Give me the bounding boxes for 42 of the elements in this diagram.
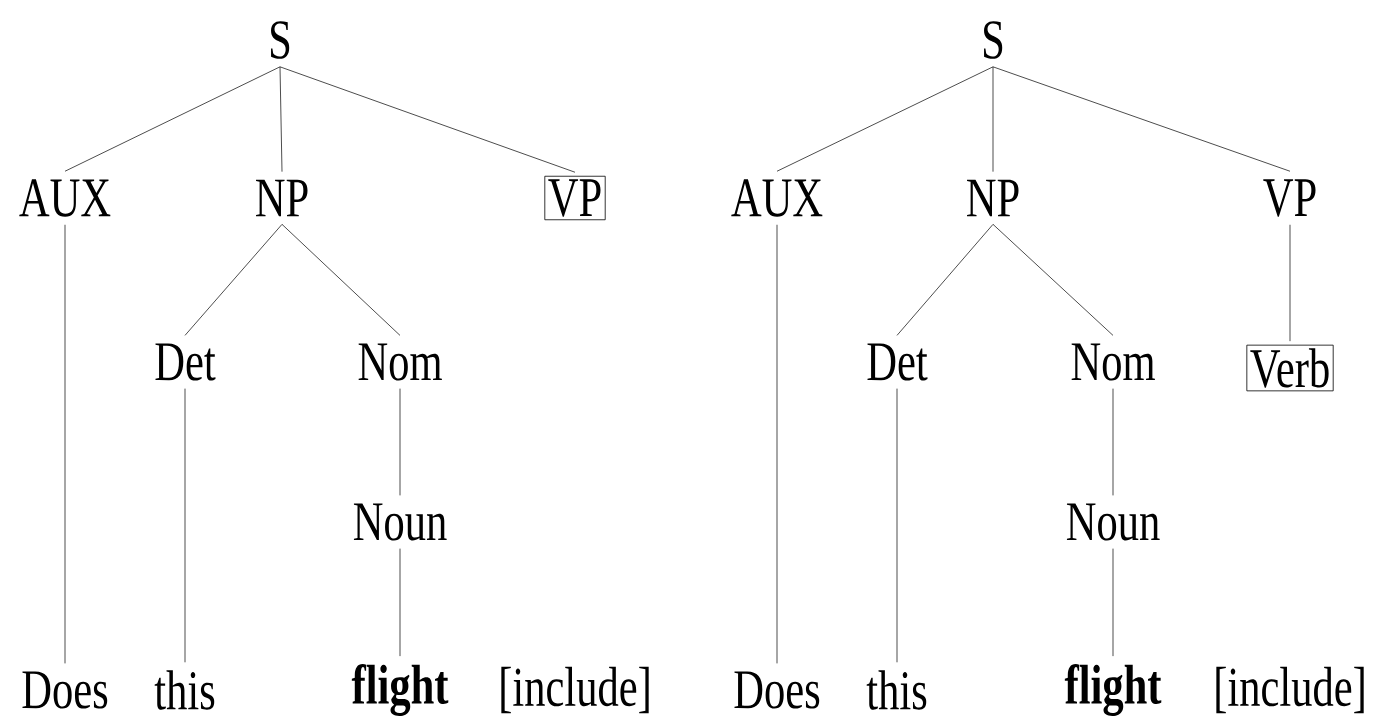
node-label: Nom <box>358 343 442 381</box>
boxed-node-label: Verb <box>1246 344 1334 392</box>
tree-branch <box>399 388 401 496</box>
boxed-node-label: VP <box>544 175 606 221</box>
tree-branch <box>992 66 994 172</box>
node-label: S <box>984 21 1003 59</box>
node-label: Noun <box>353 503 447 541</box>
node-label: Det <box>155 343 216 381</box>
tree-branch <box>776 224 778 664</box>
word-label: [include] <box>501 666 649 714</box>
tree-branch <box>184 224 283 336</box>
tree-branch <box>399 548 401 657</box>
tree-branch <box>896 224 994 336</box>
tree-branch <box>1112 388 1114 496</box>
tree-branch <box>776 66 994 172</box>
tree-branch <box>896 388 898 663</box>
node-label: Nom <box>1071 343 1155 381</box>
node-label: Does <box>22 671 108 709</box>
tree-branch <box>281 224 401 336</box>
node-label: AUX <box>731 179 823 217</box>
node-label: VP <box>1263 179 1316 217</box>
node-label: flight <box>351 664 449 716</box>
tree-branch <box>279 66 283 172</box>
node-label: Det <box>867 343 928 381</box>
tree-branch <box>1289 224 1291 342</box>
node-label: NP <box>967 179 1019 217</box>
node-label: this <box>154 670 215 710</box>
node-label: AUX <box>19 179 111 217</box>
node-label: Noun <box>1066 503 1160 541</box>
node-label: flight <box>1064 664 1162 716</box>
tree-branch <box>992 66 1291 172</box>
node-label: NP <box>256 179 308 217</box>
node-label: S <box>271 21 290 59</box>
tree-branch <box>64 66 281 172</box>
tree-branch <box>64 224 66 664</box>
node-label: Does <box>734 671 820 709</box>
node-label: this <box>866 670 927 710</box>
tree-branch <box>279 66 576 173</box>
tree-branch <box>1112 548 1114 657</box>
word-label: [include] <box>1216 666 1364 714</box>
tree-branch <box>184 388 186 663</box>
tree-branch <box>992 224 1114 336</box>
